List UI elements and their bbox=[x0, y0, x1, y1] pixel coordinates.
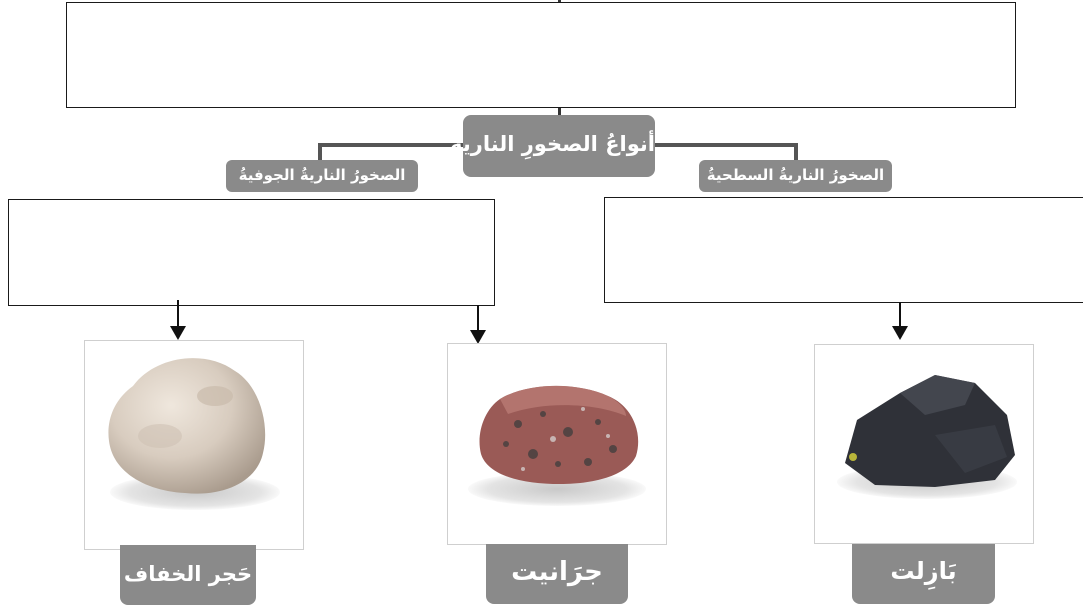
rock-name-granite: جرَانيت bbox=[486, 544, 628, 604]
arrow-shaft-2 bbox=[477, 305, 479, 332]
rock-photo-frame-pumice bbox=[84, 340, 304, 550]
answer-box-intrusive[interactable] bbox=[8, 199, 495, 306]
arrow-head-3 bbox=[892, 326, 908, 340]
branch-label-intrusive: الصخورُ الناريةُ الجوفيةُ bbox=[226, 160, 418, 192]
branch-connector-right-drop bbox=[794, 143, 798, 163]
branch-connector-right bbox=[650, 143, 798, 147]
answer-box-top[interactable] bbox=[66, 2, 1016, 108]
rock-photo-frame-granite bbox=[447, 343, 667, 545]
branch-connector-left bbox=[318, 143, 468, 147]
arrow-shaft-1 bbox=[177, 300, 179, 328]
arrow-shaft-3 bbox=[899, 302, 901, 328]
branch-label-extrusive: الصخورُ الناريةُ السطحيةُ bbox=[699, 160, 892, 192]
branch-connector-left-drop bbox=[318, 143, 322, 163]
granite-rock-photo bbox=[479, 385, 639, 484]
pumice-rock-photo bbox=[108, 358, 266, 494]
basalt-rock-photo bbox=[845, 375, 1015, 487]
arrow-head-1 bbox=[170, 326, 186, 340]
arrow-head-2 bbox=[470, 330, 486, 344]
root-label: أنواعُ الصخورِ النارية bbox=[450, 115, 655, 177]
rock-name-pumice: حَجر الخفاف bbox=[120, 545, 256, 605]
rock-photo-frame-basalt bbox=[814, 344, 1034, 544]
rock-name-basalt: بَازِلت bbox=[852, 544, 995, 604]
answer-box-extrusive[interactable] bbox=[604, 197, 1083, 303]
